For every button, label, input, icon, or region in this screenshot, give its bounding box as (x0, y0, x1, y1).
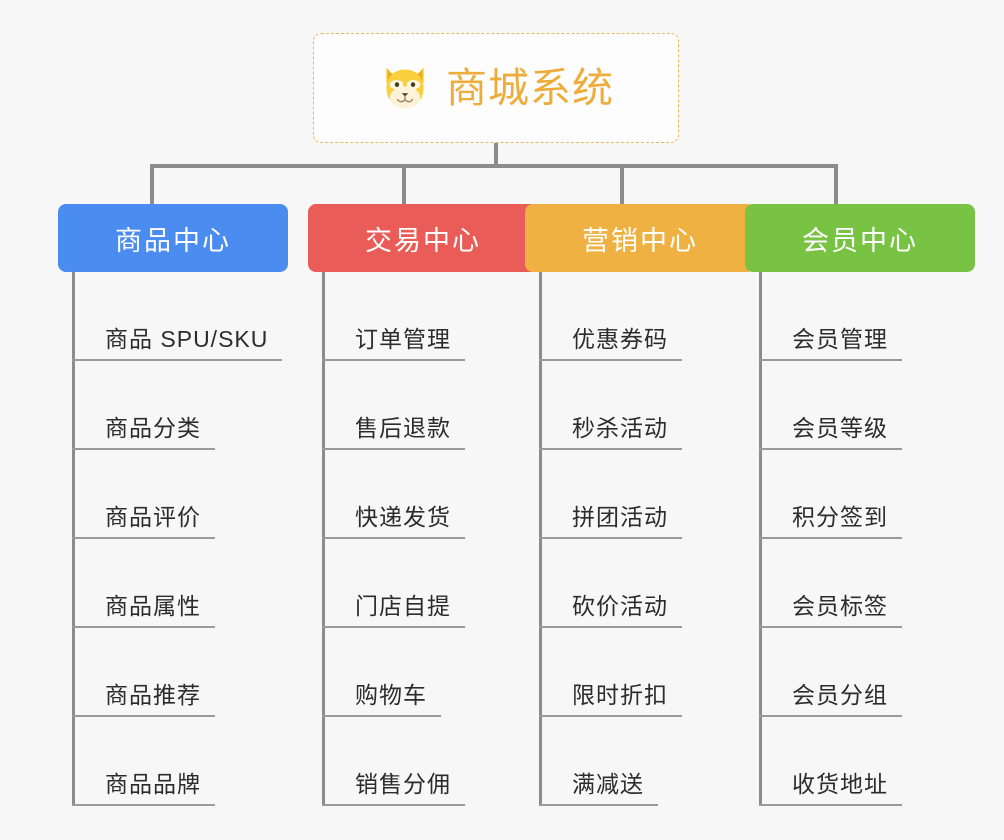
leaf-item[interactable]: 商品推荐 (72, 628, 288, 717)
leaf-label: 快递发货 (355, 503, 451, 530)
leaf-item[interactable]: 优惠券码 (539, 272, 755, 361)
column-member-center: 会员中心 会员管理 会员等级 积分签到 会员标签 会员分组 收货地址 (745, 204, 975, 806)
leaf-label: 拼团活动 (572, 503, 668, 530)
leaf-label: 秒杀活动 (572, 414, 668, 441)
leaf-item[interactable]: 销售分佣 (322, 717, 538, 806)
leaf-item[interactable]: 商品属性 (72, 539, 288, 628)
leaf-label: 满减送 (572, 770, 644, 797)
leaf-label: 销售分佣 (355, 770, 451, 797)
leaf-label: 砍价活动 (572, 592, 668, 619)
leaf-item[interactable]: 满减送 (539, 717, 755, 806)
leaf-label: 商品分类 (105, 414, 201, 441)
leaf-item[interactable]: 积分签到 (759, 450, 975, 539)
leaf-label: 积分签到 (792, 503, 888, 530)
column-header-label-1: 交易中心 (365, 225, 481, 256)
column-header-label-2: 营销中心 (582, 225, 698, 256)
leaf-label: 限时折扣 (572, 681, 668, 708)
column-header-label-3: 会员中心 (802, 225, 918, 256)
connector-drop-3 (834, 164, 838, 204)
connector-drop-0 (150, 164, 154, 204)
leaf-item[interactable]: 会员标签 (759, 539, 975, 628)
column-header-3[interactable]: 会员中心 (745, 204, 975, 272)
leaf-item[interactable]: 商品 SPU/SKU (72, 272, 288, 361)
column-product-center: 商品中心 商品 SPU/SKU 商品分类 商品评价 商品属性 商品推荐 商品品牌 (58, 204, 288, 806)
leaf-label: 门店自提 (355, 592, 451, 619)
leaf-label: 商品品牌 (105, 770, 201, 797)
leaf-item[interactable]: 限时折扣 (539, 628, 755, 717)
column-trade-center: 交易中心 订单管理 售后退款 快递发货 门店自提 购物车 销售分佣 (308, 204, 538, 806)
leaf-item[interactable]: 订单管理 (322, 272, 538, 361)
leaf-item[interactable]: 收货地址 (759, 717, 975, 806)
leaf-item[interactable]: 商品品牌 (72, 717, 288, 806)
leaf-label: 会员标签 (792, 592, 888, 619)
leaf-stack-2: 优惠券码 秒杀活动 拼团活动 砍价活动 限时折扣 满减送 (539, 272, 755, 806)
connector-horizontal-bus (150, 164, 838, 168)
leaf-item[interactable]: 购物车 (322, 628, 538, 717)
leaf-item[interactable]: 拼团活动 (539, 450, 755, 539)
leaf-item[interactable]: 会员管理 (759, 272, 975, 361)
leaf-item[interactable]: 售后退款 (322, 361, 538, 450)
leaf-stack-0: 商品 SPU/SKU 商品分类 商品评价 商品属性 商品推荐 商品品牌 (72, 272, 288, 806)
connector-drop-1 (402, 164, 406, 204)
leaf-label: 商品 SPU/SKU (105, 325, 269, 352)
leaf-item[interactable]: 会员等级 (759, 361, 975, 450)
leaf-label: 会员分组 (792, 681, 888, 708)
leaf-item[interactable]: 秒杀活动 (539, 361, 755, 450)
connector-drop-2 (620, 164, 624, 204)
leaf-label: 商品评价 (105, 503, 201, 530)
shiba-dog-emoji-icon (386, 67, 424, 109)
leaf-item[interactable]: 商品评价 (72, 450, 288, 539)
column-header-label-0: 商品中心 (115, 225, 231, 256)
column-header-1[interactable]: 交易中心 (308, 204, 538, 272)
leaf-label: 会员管理 (792, 325, 888, 352)
leaf-stack-3: 会员管理 会员等级 积分签到 会员标签 会员分组 收货地址 (759, 272, 975, 806)
leaf-item[interactable]: 快递发货 (322, 450, 538, 539)
root-node-title: 商城系统 (446, 64, 614, 111)
leaf-item[interactable]: 商品分类 (72, 361, 288, 450)
leaf-item[interactable]: 会员分组 (759, 628, 975, 717)
leaf-item[interactable]: 砍价活动 (539, 539, 755, 628)
leaf-item[interactable]: 门店自提 (322, 539, 538, 628)
leaf-label: 购物车 (355, 681, 427, 708)
leaf-label: 售后退款 (355, 414, 451, 441)
column-header-2[interactable]: 营销中心 (525, 204, 755, 272)
leaf-label: 商品属性 (105, 592, 201, 619)
leaf-label: 订单管理 (355, 325, 451, 352)
column-header-0[interactable]: 商品中心 (58, 204, 288, 272)
leaf-label: 优惠券码 (572, 325, 668, 352)
leaf-stack-1: 订单管理 售后退款 快递发货 门店自提 购物车 销售分佣 (322, 272, 538, 806)
leaf-label: 收货地址 (792, 770, 888, 797)
leaf-label: 商品推荐 (105, 681, 201, 708)
root-node-mall-system[interactable]: 商城系统 (313, 33, 679, 143)
connector-root-stem (494, 143, 498, 167)
leaf-label: 会员等级 (792, 414, 888, 441)
column-marketing-center: 营销中心 优惠券码 秒杀活动 拼团活动 砍价活动 限时折扣 满减送 (525, 204, 755, 806)
